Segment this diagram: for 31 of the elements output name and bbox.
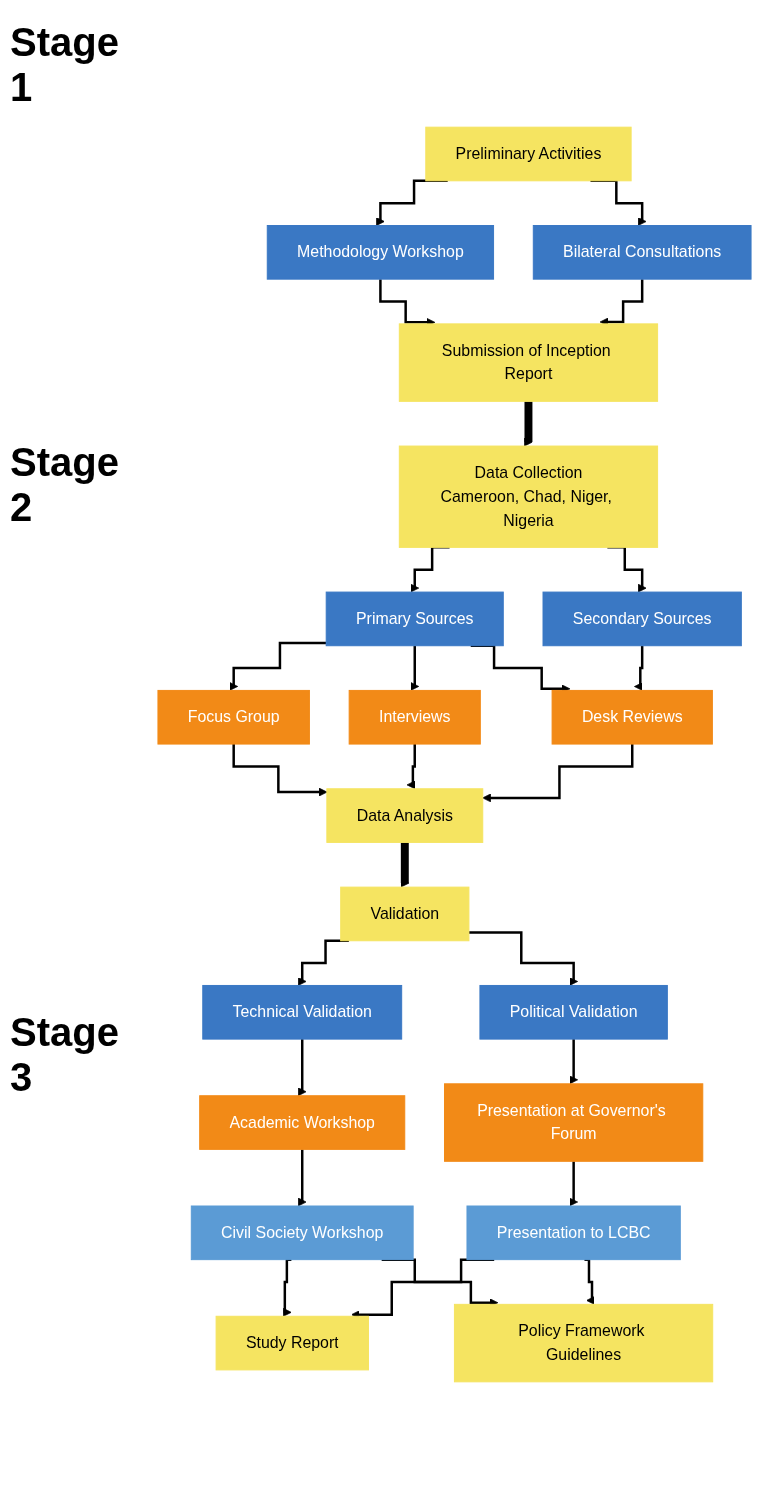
arrow [229, 641, 327, 691]
node-box: Validation [340, 886, 470, 942]
node-box: Preliminary Activities [425, 126, 632, 182]
arrow [569, 1160, 578, 1207]
node-box: Policy Framework Guidelines [453, 1303, 714, 1383]
node-box: Political Validation [479, 984, 668, 1040]
node-box: Bilateral Consultations [532, 225, 752, 280]
node-box: Technical Validation [202, 984, 403, 1040]
arrow [282, 1258, 292, 1317]
node-box: Academic Workshop [199, 1095, 406, 1150]
stage-heading: Stage 3 [10, 1010, 120, 1100]
node-box: Presentation to LCBC [466, 1205, 681, 1261]
arrow [410, 644, 420, 691]
node-box: Data Analysis [326, 788, 484, 843]
arrow [584, 1258, 595, 1305]
node-box: Focus Group [157, 689, 310, 745]
node-box: Primary Sources [325, 591, 504, 647]
node-box: Secondary Sources [542, 591, 742, 647]
node-box: Desk Reviews [551, 689, 713, 745]
arrow [297, 1148, 307, 1207]
node-box: Interviews [348, 689, 481, 745]
stage-heading: Stage 1 [10, 20, 120, 110]
node-box: Civil Society Workshop [190, 1205, 414, 1261]
node-box: Data Collection Cameroon, Chad, Niger, Nigeria [398, 445, 659, 548]
node-box: Presentation at Governor's Forum [444, 1083, 704, 1162]
arrow [634, 644, 644, 691]
node-box: Methodology Workshop [266, 225, 495, 280]
node-box: Study Report [215, 1315, 369, 1371]
arrow [468, 931, 578, 986]
stage-heading: Stage 2 [10, 440, 120, 530]
node-box: Submission of Inception Report [398, 323, 659, 402]
